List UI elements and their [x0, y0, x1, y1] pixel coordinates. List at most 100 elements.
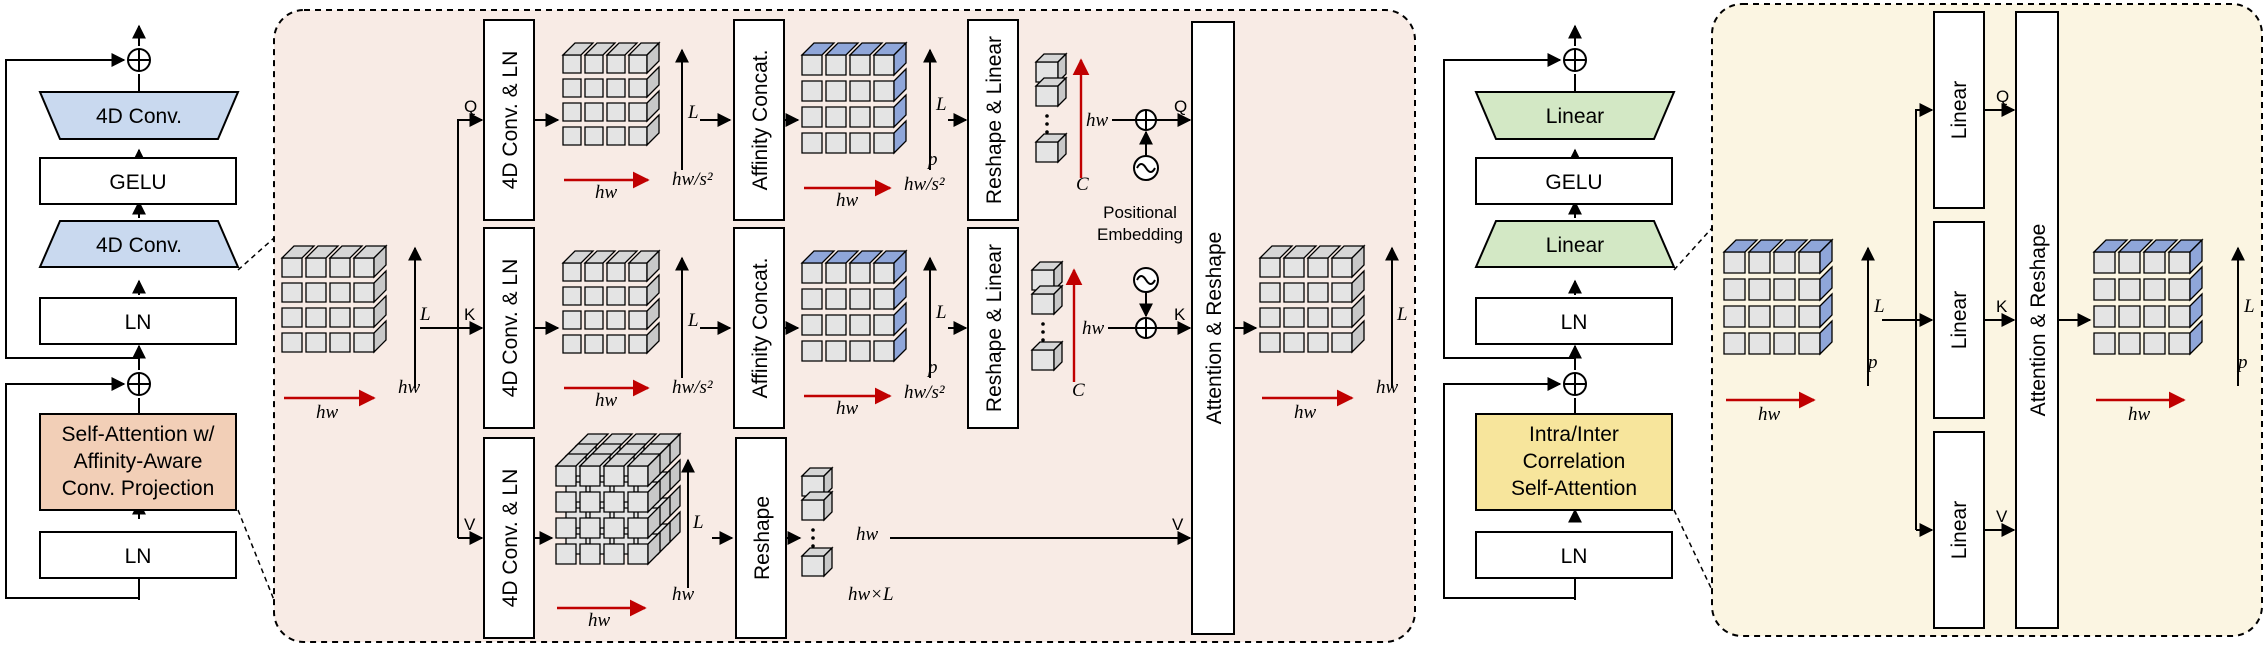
tensor-cell-front	[1798, 332, 1821, 355]
dim-hw-label: hw	[1294, 402, 1317, 423]
gelu-label: GELU	[1545, 171, 1602, 194]
dim-L-label: L	[2243, 296, 2255, 317]
linear-v-block	[1933, 431, 1985, 629]
tensor-cell-top	[1258, 245, 1294, 259]
tensor-cell-side	[893, 67, 907, 103]
dim-L-label: L	[1396, 304, 1408, 325]
tensor-cell-side	[1351, 319, 1365, 354]
middle-detail: L hw hw Q K V 4D Conv. & LN 4D Conv. & L…	[280, 19, 1408, 639]
tensor-cell-top	[554, 453, 590, 467]
dim-L-label: L	[687, 310, 699, 331]
token-side	[1057, 52, 1067, 84]
tensor-cell-front	[305, 332, 327, 353]
tensor-cell-side	[2189, 265, 2203, 302]
tensor-cell-front	[2093, 305, 2116, 328]
tensor-cell-front	[849, 80, 871, 102]
tensor-cell-front	[1307, 282, 1329, 303]
tensor-cell-front	[825, 340, 847, 362]
dim-L-label: L	[419, 304, 431, 325]
tensor-cell-front	[281, 332, 303, 353]
tensor-cell-side	[646, 297, 660, 331]
tensor-cell-side	[647, 478, 661, 514]
conv4d-top-label: 4D Conv.	[96, 105, 182, 128]
ellipsis-dot	[1041, 338, 1045, 342]
tensor-cell-front	[606, 286, 626, 306]
tensor-cell-side	[373, 244, 387, 279]
tensor-cell-top	[605, 42, 639, 56]
dim-hw-label: hw	[2128, 404, 2151, 425]
tensor-cell-front	[801, 54, 823, 76]
tensor-cell-top	[328, 245, 364, 259]
dim-hw-label: hw	[1376, 377, 1399, 398]
reshape-linear-q-label: Reshape & Linear	[983, 36, 1006, 204]
tensor-cell-side	[647, 452, 661, 488]
token-side	[1057, 76, 1067, 108]
ellipsis-dot	[811, 544, 815, 548]
intra-inter-attention-line2: Correlation	[1523, 450, 1626, 473]
tensor-cell-front	[562, 262, 582, 282]
tensor-cell-front	[627, 465, 649, 487]
reshape-v-block	[735, 437, 787, 639]
dim-hw-s2-label: hw/s²	[672, 169, 713, 190]
tensor-cell-front	[627, 517, 649, 539]
tensor-cell-front	[1259, 307, 1281, 328]
zoom-connector-bottom	[1673, 509, 1713, 591]
tensor-cell-front	[329, 307, 351, 328]
tensor-cell-front	[628, 310, 648, 330]
tensor-cell-front	[305, 257, 327, 278]
k-label: K	[1996, 297, 2008, 316]
k-token-stack	[1030, 260, 1064, 372]
tensor-cell-top	[578, 453, 614, 467]
tensor-cell-front	[873, 340, 895, 362]
affinity-concat-q-block	[733, 19, 785, 221]
ln-bottom-block	[39, 531, 237, 579]
tensor-cell-front	[1307, 332, 1329, 353]
tensor-cell-front	[849, 262, 871, 284]
intra-inter-attention-line1: Intra/Inter	[1529, 423, 1619, 446]
tensor-cell-front	[628, 334, 648, 354]
tensor-cell-front	[825, 314, 847, 336]
tensor-cell-top	[1282, 245, 1318, 259]
tensor-cell-front	[606, 310, 626, 330]
tensor-cell-side	[373, 294, 387, 329]
ellipsis-dot	[811, 528, 815, 532]
tensor-cell-side	[1819, 292, 1833, 329]
tensor-cell-front	[627, 543, 649, 565]
tensor-cell-front	[825, 262, 847, 284]
tensor-cell-side	[646, 113, 660, 147]
v-label: V	[1996, 507, 2008, 526]
tensor-cell-side	[646, 321, 660, 355]
tensor-cell-front	[1723, 332, 1746, 355]
tensor-cell-front	[628, 78, 648, 98]
token-front	[801, 555, 825, 577]
token-side	[1057, 132, 1067, 164]
tensor-cell-top	[824, 250, 860, 264]
dim-hw-label: hw	[856, 524, 879, 545]
tensor-cell-front	[1773, 251, 1796, 274]
tensor-cell-front	[579, 465, 601, 487]
tensor-cell-side	[646, 249, 660, 283]
tensor-cell-front	[2168, 305, 2191, 328]
tensor-cell-front	[1307, 307, 1329, 328]
dim-hw-label: hw	[595, 390, 618, 411]
token-side	[823, 466, 833, 498]
tensor-cell-front	[801, 314, 823, 336]
tensor-cell-front	[562, 54, 582, 74]
intra-inter-attention-block	[1475, 413, 1673, 511]
tensor-cell-front	[2118, 251, 2141, 274]
dim-L-label: L	[935, 94, 947, 115]
dim-L-label: L	[1873, 296, 1885, 317]
ellipsis-dot	[1045, 122, 1049, 126]
tensor-cell-front	[825, 54, 847, 76]
token-side	[823, 546, 833, 578]
tensor-cell-front	[584, 262, 604, 282]
tensor-cell-front	[801, 288, 823, 310]
tensor-cell-side	[647, 504, 661, 540]
positional-embedding-line2: Embedding	[1097, 225, 1183, 244]
dim-hw-label: hw	[1086, 110, 1109, 131]
tensor-cell-front	[2118, 278, 2141, 301]
tensor-cell-front	[849, 132, 871, 154]
tensor-cell-side	[646, 41, 660, 75]
tensor-cell-front	[329, 332, 351, 353]
tensor-cell-side	[373, 269, 387, 304]
